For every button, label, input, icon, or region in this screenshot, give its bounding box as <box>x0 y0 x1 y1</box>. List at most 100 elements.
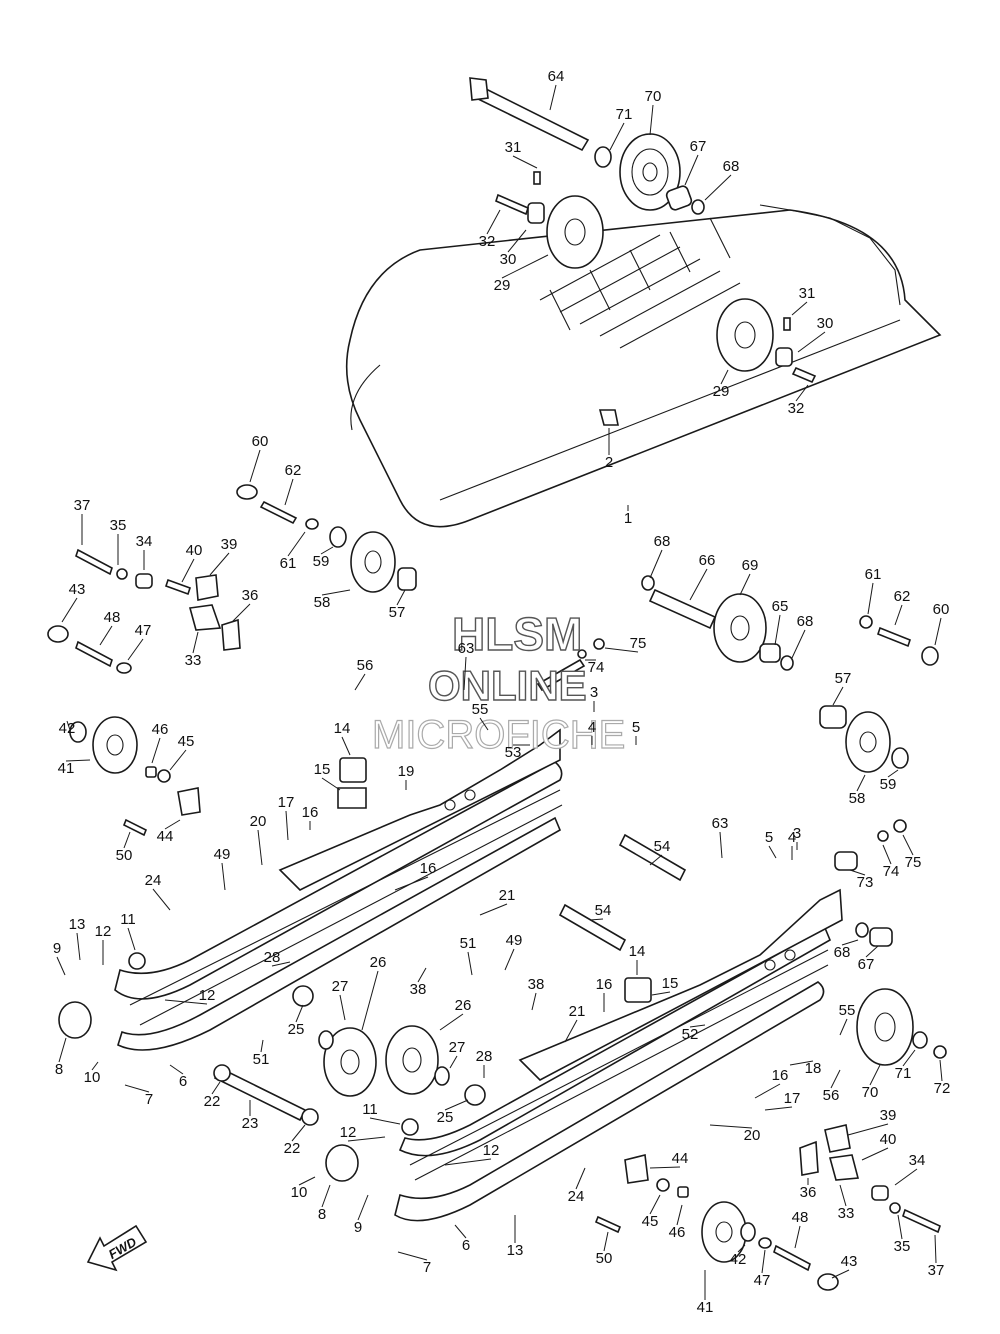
callout-leader-24 <box>575 1167 586 1190</box>
callout-59: 59 <box>313 553 330 570</box>
callout-48: 48 <box>104 609 121 626</box>
callout-65: 65 <box>772 598 789 615</box>
callout-4: 4 <box>588 719 596 736</box>
callout-leader-34 <box>894 1168 918 1186</box>
callout-leader-43 <box>61 597 78 623</box>
callout-leader-17 <box>764 1106 793 1111</box>
callout-leader-45 <box>649 1194 661 1215</box>
callout-leader-29 <box>720 369 729 385</box>
callout-leader-30 <box>797 331 826 353</box>
callout-11: 11 <box>362 1101 378 1118</box>
callout-42: 42 <box>59 720 76 737</box>
callout-69: 69 <box>742 557 759 574</box>
callout-leader-49 <box>504 948 515 971</box>
callout-17: 17 <box>784 1090 801 1107</box>
callout-16: 16 <box>772 1067 789 1084</box>
callout-leader-11 <box>369 1117 401 1125</box>
callout-62: 62 <box>894 588 911 605</box>
callout-1: 1 <box>624 510 632 527</box>
callout-leader-63 <box>463 656 467 691</box>
callout-8: 8 <box>318 1206 326 1223</box>
callout-19: 19 <box>398 763 415 780</box>
callout-leader-32 <box>486 209 501 235</box>
callout-6: 6 <box>179 1073 187 1090</box>
callout-leader-11 <box>127 927 136 951</box>
callout-43: 43 <box>841 1253 858 1270</box>
callout-61: 61 <box>865 566 882 583</box>
callout-leader-10 <box>298 1176 316 1186</box>
callout-3: 3 <box>590 684 598 701</box>
callout-37: 37 <box>74 497 91 514</box>
callout-leader-55 <box>839 1018 848 1036</box>
callout-28: 28 <box>476 1048 493 1065</box>
callout-66: 66 <box>699 552 716 569</box>
callout-leader-68 <box>841 939 859 946</box>
callout-31: 31 <box>505 139 522 156</box>
forward-direction-arrow: FWD <box>86 1224 148 1272</box>
callout-34: 34 <box>136 533 153 550</box>
callout-25: 25 <box>288 1021 305 1038</box>
callout-12: 12 <box>95 923 112 940</box>
callout-35: 35 <box>110 517 127 534</box>
track-belt <box>345 204 942 528</box>
callout-leader-12 <box>347 1136 386 1142</box>
callout-71: 71 <box>616 106 633 123</box>
callout-28: 28 <box>264 949 281 966</box>
callout-leader-72 <box>939 1059 943 1082</box>
callout-leader-54 <box>649 854 663 866</box>
callout-leader-69 <box>739 573 751 596</box>
left-upper-hardware <box>47 484 417 837</box>
callout-57: 57 <box>835 670 852 687</box>
callout-24: 24 <box>145 872 162 889</box>
callout-44: 44 <box>157 828 174 845</box>
callout-2: 2 <box>605 454 613 471</box>
callout-30: 30 <box>500 251 517 268</box>
callout-leader-36 <box>231 603 251 623</box>
callout-leader-73 <box>849 869 866 876</box>
callout-24: 24 <box>568 1188 585 1205</box>
rear-axle-assembly <box>536 575 939 773</box>
callout-57: 57 <box>389 604 406 621</box>
callout-71: 71 <box>895 1065 912 1082</box>
callout-9: 9 <box>354 1219 362 1236</box>
callout-leader-50 <box>603 1231 609 1252</box>
callout-leader-52 <box>689 1024 706 1028</box>
callout-34: 34 <box>909 1152 926 1169</box>
callout-leader-39 <box>209 552 230 576</box>
callout-leader-25 <box>295 1004 304 1023</box>
callout-leader-71 <box>902 1049 916 1067</box>
callout-leader-18 <box>789 1060 814 1066</box>
callout-45: 45 <box>178 733 195 750</box>
callout-leader-22 <box>291 1124 306 1142</box>
callout-leader-49 <box>221 862 226 891</box>
callout-leader-44 <box>649 1166 681 1169</box>
callout-leader-50 <box>123 831 131 849</box>
callout-62: 62 <box>285 462 302 479</box>
callout-leader-10 <box>91 1061 99 1071</box>
callout-33: 33 <box>185 652 202 669</box>
callout-leader-20 <box>257 829 263 866</box>
callout-68: 68 <box>834 944 851 961</box>
callout-74: 74 <box>588 659 605 676</box>
callout-leader-25 <box>444 1099 469 1111</box>
callout-26: 26 <box>370 954 387 971</box>
callout-60: 60 <box>933 601 950 618</box>
callout-leader-38 <box>531 992 537 1011</box>
callout-58: 58 <box>314 594 331 611</box>
callout-12: 12 <box>199 987 216 1004</box>
callout-45: 45 <box>642 1213 659 1230</box>
callout-31: 31 <box>799 285 816 302</box>
callout-13: 13 <box>69 916 86 933</box>
callout-23: 23 <box>242 1115 259 1132</box>
callout-leader-47 <box>761 1249 766 1274</box>
callout-11: 11 <box>120 911 136 928</box>
callout-42: 42 <box>730 1251 747 1268</box>
callout-leader-48 <box>794 1225 801 1249</box>
callout-40: 40 <box>880 1131 897 1148</box>
callout-leader-44 <box>164 819 181 830</box>
callout-leader-39 <box>847 1123 889 1136</box>
callout-leader-51 <box>260 1039 264 1053</box>
callout-41: 41 <box>697 1299 714 1316</box>
callout-leader-13 <box>76 932 81 961</box>
